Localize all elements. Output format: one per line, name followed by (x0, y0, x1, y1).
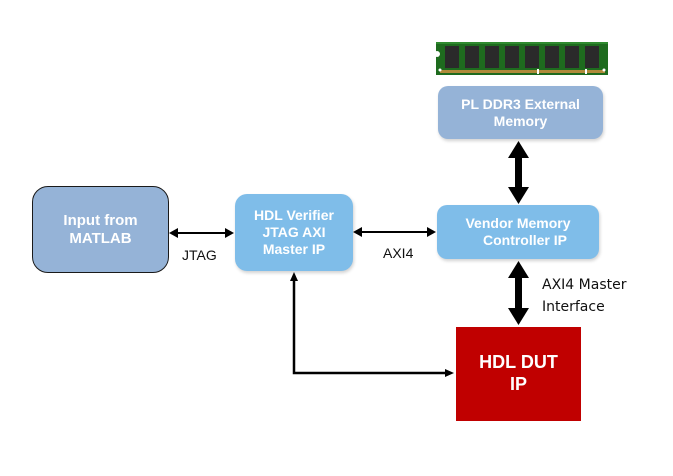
edge-label-line: AXI4 Master (542, 277, 627, 293)
node-label: PL DDR3 External (461, 95, 580, 112)
dut-verifier-connector (290, 272, 454, 377)
node-label: Input from (63, 211, 138, 229)
axi4-master-interface-label: AXI4 Master Interface (542, 274, 626, 318)
hdl-verifier-jtag-axi-master-node: HDL Verifier JTAG AXI Master IP (235, 194, 353, 271)
node-label: JTAG AXI (262, 224, 326, 241)
pl-ddr3-external-memory-node: PL DDR3 External Memory (438, 86, 603, 139)
node-label: HDL DUT (479, 352, 558, 373)
node-label: MATLAB (69, 229, 132, 247)
axi4-master-connector (508, 261, 529, 325)
node-label: Master IP (262, 240, 326, 257)
vendor-memory-controller-node: Vendor Memory Controller IP (437, 205, 599, 259)
jtag-label: JTAG (182, 247, 217, 263)
node-label: Memory (493, 112, 548, 129)
edge-label-line: Interface (542, 299, 605, 315)
ddr-vendor-connector (508, 141, 529, 204)
input-from-matlab-node: Input from MATLAB (32, 186, 169, 273)
axi4-connector (353, 227, 436, 237)
hdl-dut-ip-node: HDL DUT IP (456, 327, 581, 421)
axi4-label: AXI4 (383, 245, 414, 261)
ram-module-icon (434, 42, 608, 75)
node-label: IP (509, 374, 527, 394)
node-label: Controller IP (482, 232, 567, 248)
jtag-connector (169, 228, 234, 238)
node-label: Vendor Memory (465, 215, 571, 232)
node-label: HDL Verifier (254, 207, 334, 224)
